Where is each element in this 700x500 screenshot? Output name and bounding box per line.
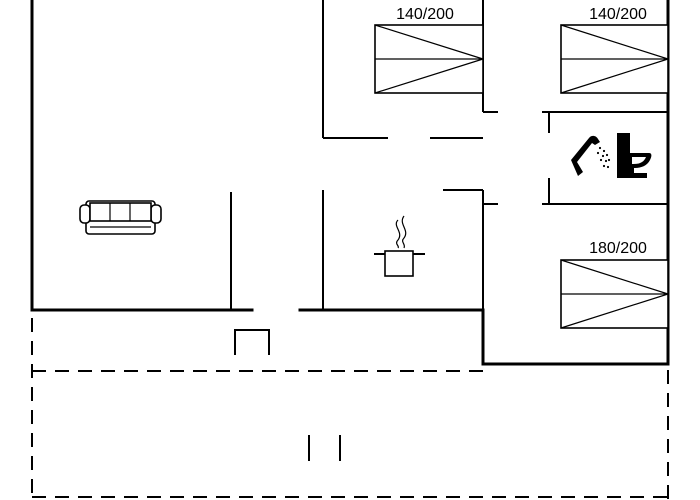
entrance-step-outline xyxy=(234,329,270,355)
bed-size-label: 140/200 xyxy=(589,6,647,23)
terrace-outline xyxy=(31,318,669,500)
bed-cover-line xyxy=(560,24,669,60)
cooking-pot-icon xyxy=(374,215,425,277)
bed-2: 140/200 xyxy=(560,6,669,94)
bed-1: 140/200 xyxy=(374,6,484,94)
toilet-icon xyxy=(617,133,652,178)
shower-icon xyxy=(571,135,611,176)
sofa-icon xyxy=(79,200,162,235)
bed-cover-line xyxy=(560,58,669,94)
bed-cover-line xyxy=(374,24,484,60)
bed-size-label: 140/200 xyxy=(396,6,454,23)
entrance-step xyxy=(234,329,270,355)
bed-cover-line xyxy=(560,293,669,329)
bed-cover-line xyxy=(374,58,484,94)
bed-size-label: 180/200 xyxy=(589,240,647,257)
bed-3: 180/200 xyxy=(560,240,669,329)
terrace-markers xyxy=(308,435,341,461)
bed-cover-line xyxy=(560,259,669,295)
